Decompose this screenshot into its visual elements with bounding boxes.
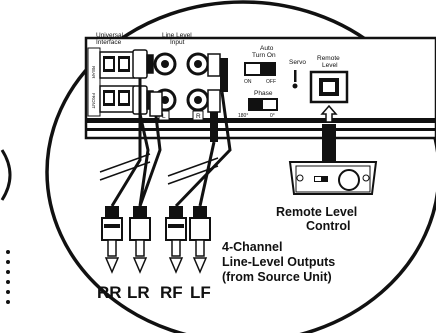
auto-turn-on-label-1: Auto bbox=[260, 45, 274, 52]
plug-label-rr: RR bbox=[97, 283, 122, 302]
phase-180-label: 180° bbox=[238, 113, 248, 119]
rca-cables bbox=[110, 78, 232, 208]
servo-indicator bbox=[292, 70, 298, 89]
output-plug-lf bbox=[189, 206, 211, 274]
auto-off-label: OFF bbox=[266, 79, 276, 85]
universal-interface-label-2: Interface bbox=[96, 39, 122, 46]
inserted-rca-plugs bbox=[149, 53, 228, 142]
output-plug-rf bbox=[165, 206, 187, 274]
outputs-label-3: (from Source Unit) bbox=[222, 270, 332, 284]
magnifier-circle bbox=[45, 0, 436, 333]
auto-turn-on-switch bbox=[244, 62, 276, 76]
output-plug-rr bbox=[101, 206, 123, 274]
outputs-label-1: 4-Channel bbox=[222, 240, 282, 254]
outputs-label-2: Line-Level Outputs bbox=[222, 255, 335, 269]
cable-break-marks bbox=[99, 153, 219, 185]
remote-level-control bbox=[288, 161, 378, 195]
auto-on-label: ON bbox=[244, 79, 252, 85]
left-dots bbox=[6, 250, 10, 304]
panel-bottom bbox=[86, 128, 436, 131]
line-level-input-label-2: Input bbox=[170, 39, 185, 46]
rear-label: REAR bbox=[91, 66, 96, 79]
front-label: FRONT bbox=[91, 93, 96, 109]
jack-r-label: R bbox=[196, 113, 201, 120]
line-level-input-label-1: Line Level bbox=[162, 32, 192, 39]
remote-level-label-1: Remote bbox=[317, 55, 340, 62]
left-bracket bbox=[0, 149, 12, 201]
phase-switch bbox=[248, 98, 278, 111]
remote-arrow-icon bbox=[320, 104, 338, 123]
jack-l-label: L bbox=[162, 113, 166, 120]
remote-level-port bbox=[309, 70, 349, 104]
remote-level-label-2: Level bbox=[322, 62, 338, 69]
plug-label-rf: RF bbox=[160, 283, 183, 302]
auto-turn-on-label-2: Turn On bbox=[252, 52, 276, 59]
remote-cable bbox=[322, 124, 336, 162]
plug-label-lf: LF bbox=[190, 283, 211, 302]
remote-level-control-label-1: Remote Level bbox=[276, 205, 357, 219]
servo-label: Servo bbox=[289, 59, 306, 66]
phase-label: Phase bbox=[254, 90, 273, 97]
phase-0-label: 0° bbox=[270, 113, 275, 119]
panel-divider bbox=[86, 118, 436, 123]
universal-interface-label-1: Universal bbox=[96, 32, 124, 39]
plug-label-lr: LR bbox=[127, 283, 150, 302]
remote-level-control-label-2: Control bbox=[306, 219, 350, 233]
output-plug-lr bbox=[129, 206, 151, 274]
